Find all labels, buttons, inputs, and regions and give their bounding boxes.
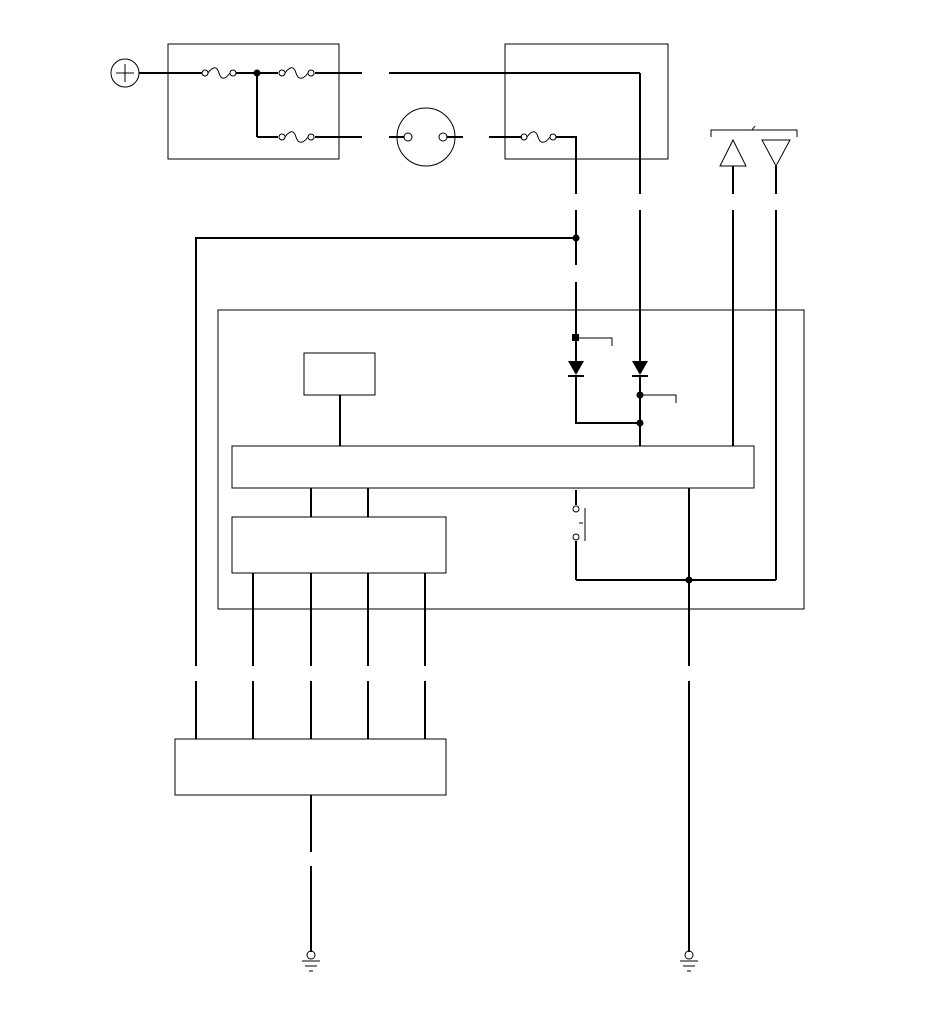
battery-positive-icon (110, 58, 140, 88)
diode-icon (568, 361, 584, 377)
driver-box (231, 516, 447, 574)
actuator-box (174, 738, 447, 796)
bracket (710, 125, 798, 137)
logic-bus (231, 445, 755, 489)
sensor-box (303, 352, 376, 396)
control-unit (217, 309, 805, 610)
fuse-icon (278, 131, 315, 143)
fuse-icon (278, 67, 315, 79)
connector-icon (389, 107, 463, 167)
fuse-icon (520, 131, 557, 143)
diode-icon (632, 361, 648, 377)
triangle-down-icon (761, 139, 791, 168)
triangle-up-icon (719, 138, 747, 167)
wire-relay-out (556, 136, 577, 194)
switch-icon (572, 490, 586, 580)
wire-left-branch (195, 237, 576, 666)
ground-icon (680, 950, 698, 972)
fuse-icon (201, 67, 237, 79)
fuse-box (167, 43, 340, 160)
ground-icon (302, 950, 320, 972)
relay-box (504, 43, 669, 160)
fuse-box-wiring (139, 69, 362, 138)
